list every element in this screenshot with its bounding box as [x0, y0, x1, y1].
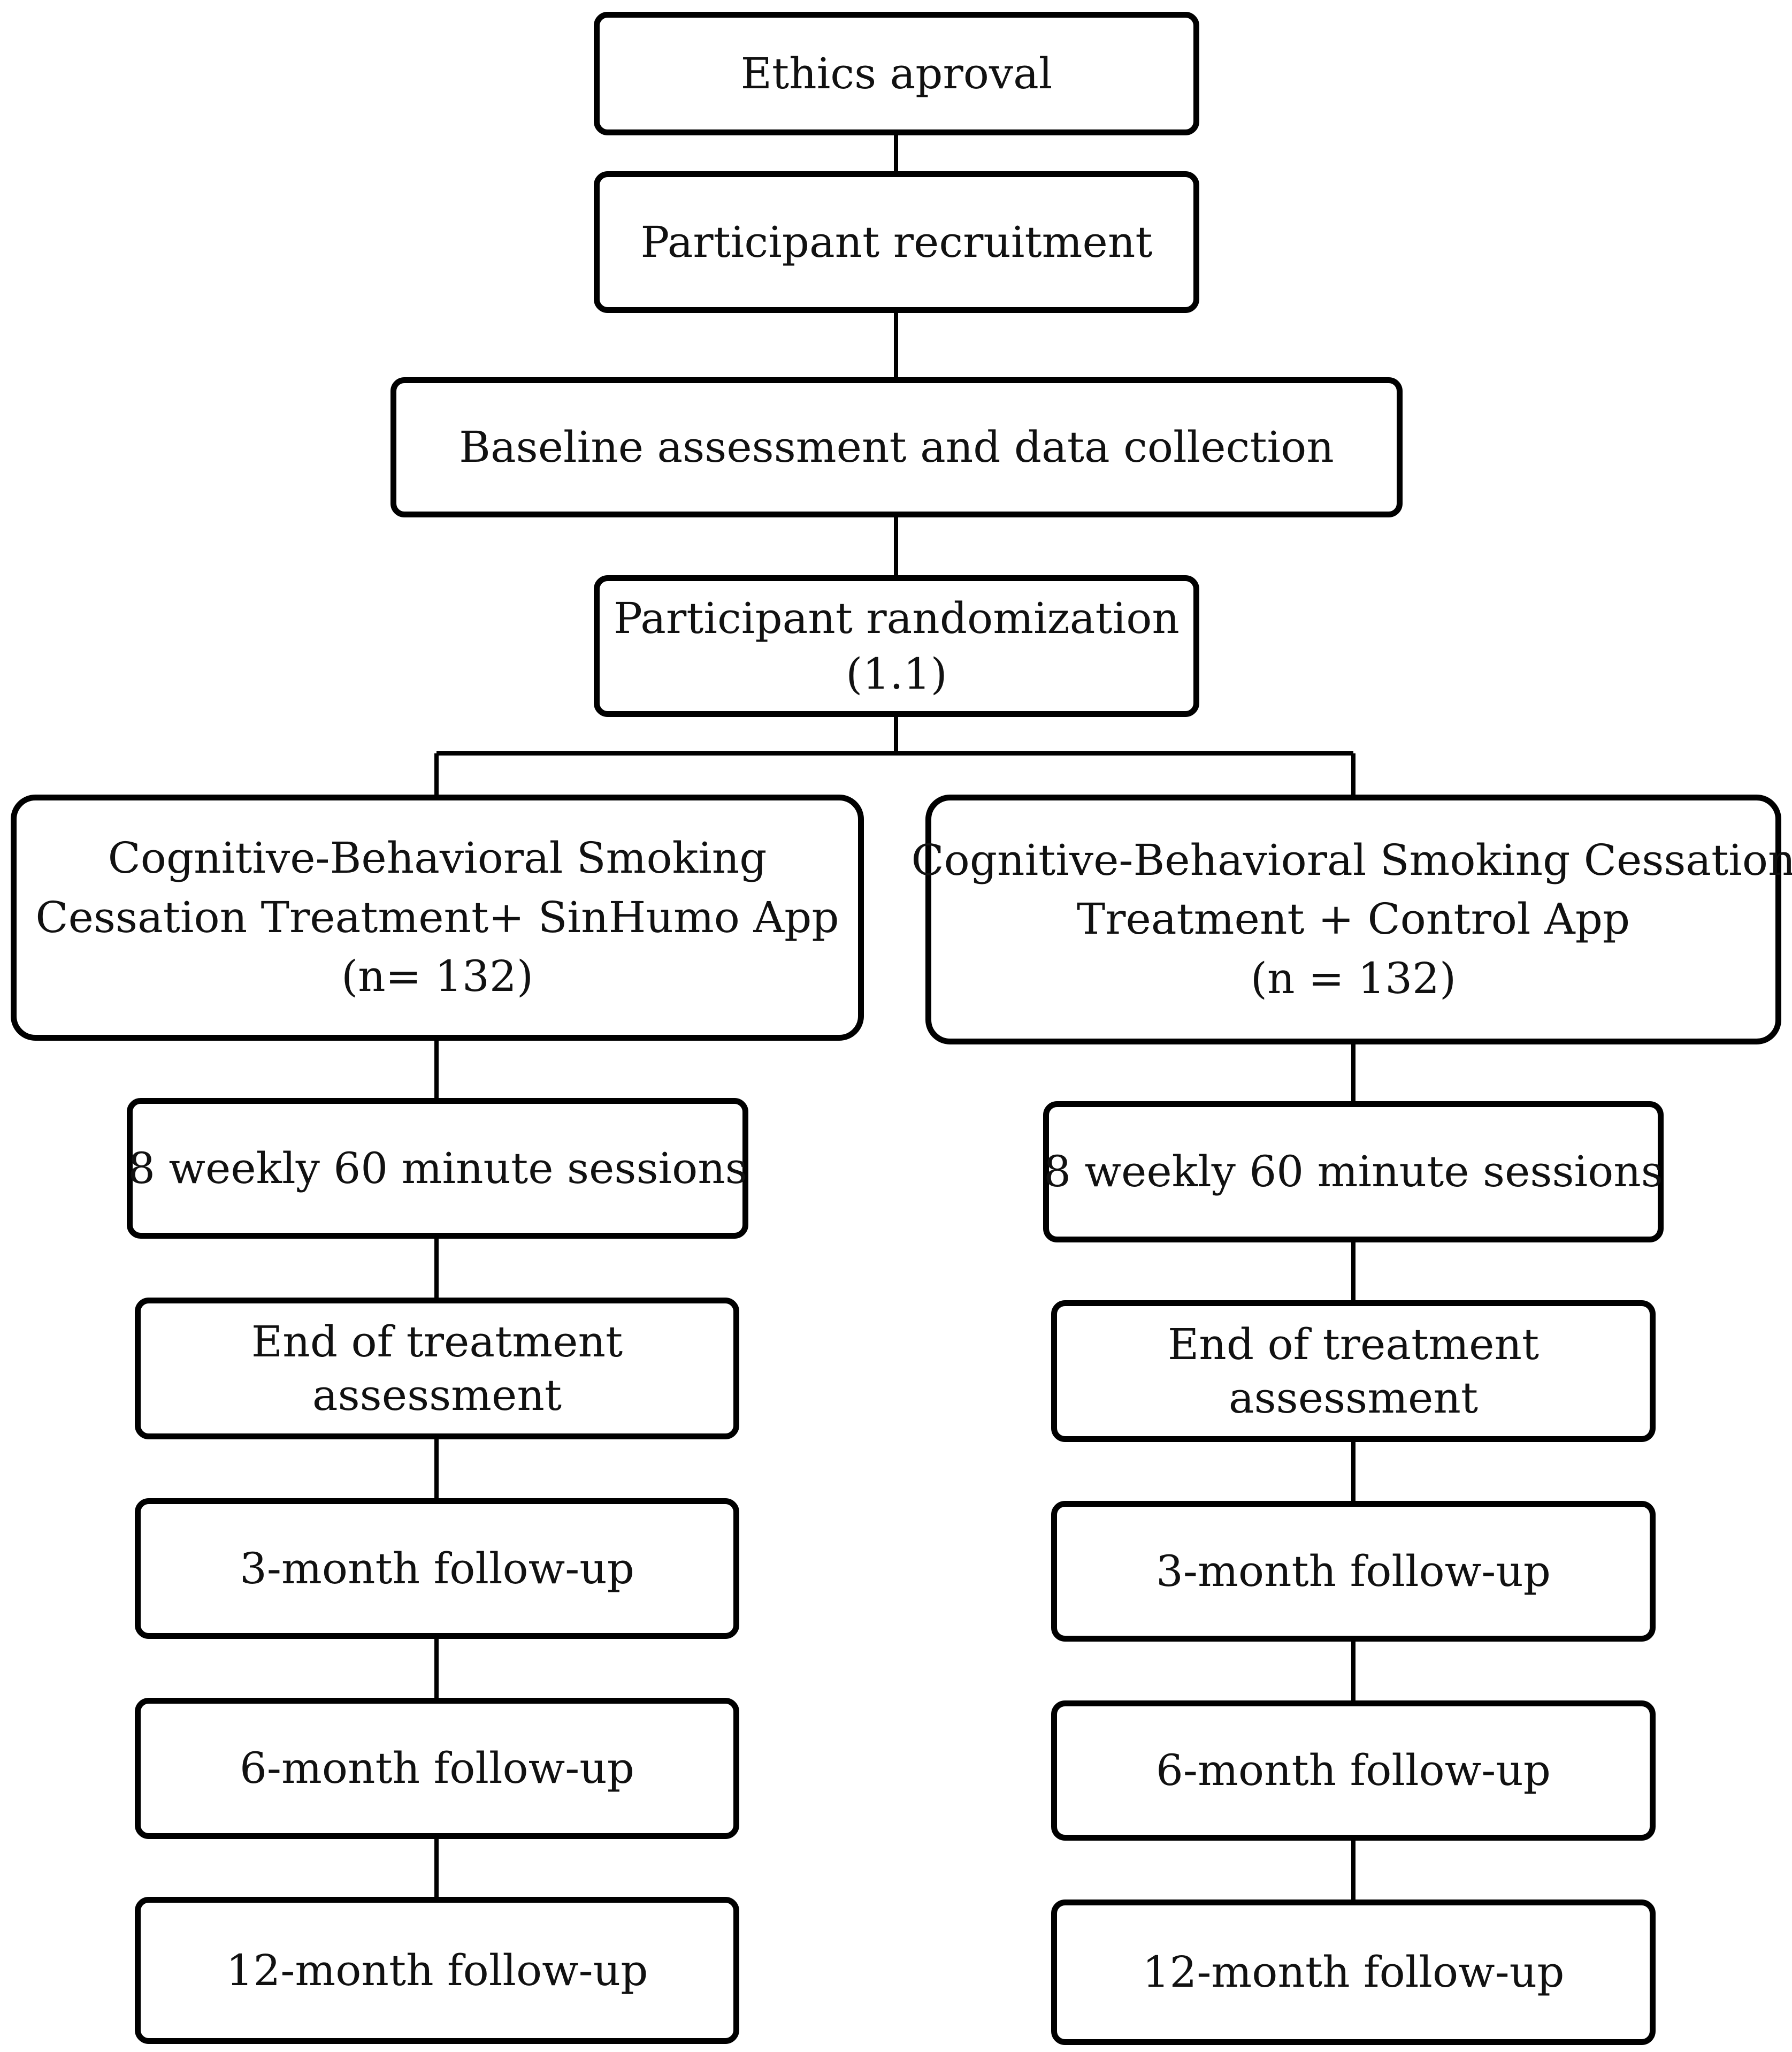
right-arm-group-label-line3: (n = 132) [1250, 953, 1457, 1003]
right-arm-group-label-line2: Treatment + Control App [1076, 894, 1630, 944]
left-arm-sessions-box: 8 weekly 60 minute sessions [127, 1098, 748, 1239]
left-arm-12-month-followup-label: 12-month follow-up [226, 1945, 648, 1995]
baseline-assessment-label: Baseline assessment and data collection [459, 422, 1334, 472]
left-arm-12-month-followup-box: 12-month follow-up [135, 1897, 739, 2044]
right-arm-sessions-label: 8 weekly 60 minute sessions [1044, 1147, 1663, 1197]
right-arm-sessions-box: 8 weekly 60 minute sessions [1043, 1101, 1664, 1242]
randomization-label-line1: Participant randomization [614, 593, 1180, 643]
participant-randomization-box: Participant randomization (1.1) [594, 575, 1199, 717]
right-arm-group-box: Cognitive-Behavioral Smoking Cessation T… [911, 795, 1792, 1044]
ethics-approval-box: Ethics aproval [594, 12, 1199, 135]
randomization-label-line2: (1.1) [846, 649, 947, 699]
right-arm-end-of-treatment-line1: End of treatment [1167, 1319, 1540, 1370]
right-arm-6-month-followup-label: 6-month follow-up [1156, 1745, 1551, 1796]
right-arm-6-month-followup-box: 6-month follow-up [1051, 1700, 1656, 1841]
participant-recruitment-box: Participant recruitment [594, 171, 1199, 313]
left-arm-group-label-line3: (n= 132) [341, 951, 534, 1002]
right-arm-3-month-followup-box: 3-month follow-up [1051, 1501, 1656, 1642]
left-arm-group-box: Cognitive-Behavioral Smoking Cessation T… [11, 795, 864, 1041]
right-arm-end-of-treatment-line2: assessment [1228, 1372, 1479, 1423]
participant-recruitment-label: Participant recruitment [640, 217, 1153, 267]
left-arm-6-month-followup-box: 6-month follow-up [135, 1698, 739, 1839]
left-arm-sessions-label: 8 weekly 60 minute sessions [128, 1143, 747, 1193]
left-arm-3-month-followup-label: 3-month follow-up [240, 1543, 634, 1593]
right-arm-12-month-followup-label: 12-month follow-up [1142, 1947, 1565, 1997]
left-arm-end-of-treatment-line1: End of treatment [251, 1317, 623, 1367]
left-arm-3-month-followup-box: 3-month follow-up [135, 1498, 739, 1639]
right-arm-3-month-followup-label: 3-month follow-up [1156, 1546, 1551, 1596]
right-arm-end-of-treatment-box: End of treatment assessment [1051, 1300, 1656, 1442]
baseline-assessment-box: Baseline assessment and data collection [390, 377, 1403, 517]
left-arm-end-of-treatment-box: End of treatment assessment [135, 1298, 739, 1439]
right-arm-group-label-line1: Cognitive-Behavioral Smoking Cessation [911, 835, 1792, 885]
right-arm-12-month-followup-box: 12-month follow-up [1051, 1900, 1656, 2045]
left-arm-group-label-line2: Cessation Treatment+ SinHumo App [35, 892, 839, 942]
left-arm-group-label-line1: Cognitive-Behavioral Smoking [108, 833, 767, 883]
left-arm-end-of-treatment-line2: assessment [312, 1370, 562, 1420]
left-arm-6-month-followup-label: 6-month follow-up [240, 1743, 634, 1794]
ethics-approval-label: Ethics aproval [740, 48, 1053, 98]
